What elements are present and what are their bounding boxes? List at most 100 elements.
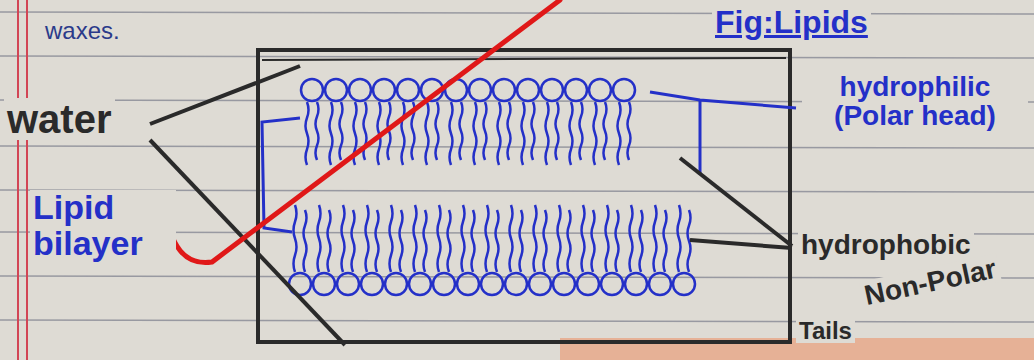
- lipid-tail: [366, 205, 369, 272]
- lipid-tail: [580, 102, 583, 160]
- polar-head: [409, 273, 431, 295]
- lipid-tail: [520, 210, 523, 272]
- lipid-tail: [640, 210, 643, 272]
- polar-head: [505, 273, 527, 295]
- lipid-tail: [426, 102, 429, 165]
- polar-head: [337, 273, 359, 295]
- polar-head: [385, 273, 407, 295]
- lipid-tail: [678, 205, 681, 272]
- lipid-tail: [316, 102, 319, 160]
- lipid-tail: [414, 205, 417, 272]
- lipid-tail: [424, 210, 427, 272]
- lipid-tail: [462, 205, 465, 272]
- polar-head: [601, 273, 623, 295]
- bracket: [699, 100, 702, 175]
- lipid-tail: [448, 210, 451, 272]
- polar-head: [613, 79, 635, 101]
- lipid-tail: [486, 205, 489, 272]
- lipid-tail: [510, 205, 513, 272]
- lipid-tail: [616, 210, 619, 272]
- lipid-tail: [390, 205, 393, 272]
- lipid-tail: [532, 102, 535, 160]
- lipid-tail: [364, 102, 367, 160]
- lipid-tail: [402, 102, 405, 165]
- water-label: water: [4, 98, 115, 140]
- lipid-tail: [318, 205, 321, 272]
- leader-line: [680, 158, 792, 246]
- lipid-tail: [496, 210, 499, 272]
- ruled-line: [0, 56, 1034, 58]
- lipid-tail: [294, 205, 297, 272]
- polar-head: [469, 79, 491, 101]
- lipid-tail: [340, 102, 343, 160]
- polar-head: [301, 79, 323, 101]
- lipid-tail: [544, 210, 547, 272]
- frame-line: [262, 58, 786, 60]
- polar-head: [361, 273, 383, 295]
- lipid-tail: [484, 102, 487, 160]
- margin-line: [26, 0, 28, 360]
- lipid-tail: [508, 102, 511, 160]
- lipid-tail: [630, 205, 633, 272]
- lipid-tail: [604, 102, 607, 160]
- lipid-tail: [534, 205, 537, 272]
- leader-line: [650, 92, 796, 108]
- lipid-tail: [606, 205, 609, 272]
- ruled-line: [0, 12, 1034, 14]
- polar-head: [577, 273, 599, 295]
- polar-head: [349, 79, 371, 101]
- lipid-tail: [450, 102, 453, 165]
- lipid-tail: [664, 210, 667, 272]
- frame-box: [258, 50, 790, 342]
- polar-head: [457, 273, 479, 295]
- polar-head: [553, 273, 575, 295]
- ruled-line: [0, 320, 1034, 322]
- lipid-tail: [546, 102, 549, 165]
- bilayer-label: Lipid bilayer: [30, 190, 176, 261]
- lipid-tail: [618, 102, 621, 165]
- polar-head: [313, 273, 335, 295]
- head-label: hydrophilic (Polar head): [802, 72, 1028, 131]
- lipid-tail: [654, 205, 657, 272]
- lipid-tail: [498, 102, 501, 165]
- lipid-tail: [304, 210, 307, 272]
- lipid-tail: [570, 102, 573, 165]
- lipid-tail: [522, 102, 525, 165]
- lipid-tail: [328, 210, 331, 272]
- lipid-tail: [376, 210, 379, 272]
- polar-head: [589, 79, 611, 101]
- lipid-tail: [582, 205, 585, 272]
- figure-title: Fig:Lipids: [712, 6, 871, 40]
- leader-line: [690, 240, 792, 248]
- lipid-tail: [592, 210, 595, 272]
- polar-head: [673, 273, 695, 295]
- lipid-tail: [556, 102, 559, 160]
- polar-head: [373, 79, 395, 101]
- polar-head: [625, 273, 647, 295]
- polar-head: [529, 273, 551, 295]
- polar-head: [565, 79, 587, 101]
- bilayer: [289, 79, 695, 295]
- lipid-tail: [472, 210, 475, 272]
- lipid-tail: [568, 210, 571, 272]
- tail-label: Tails: [796, 318, 855, 343]
- lipid-tail: [306, 102, 309, 165]
- lipid-tail: [628, 102, 631, 160]
- polar-head: [493, 79, 515, 101]
- lipid-tail: [474, 102, 477, 165]
- lipid-tail: [400, 210, 403, 272]
- lipid-tail: [352, 210, 355, 272]
- bracket: [262, 118, 300, 232]
- tail-label: hydrophobic: [798, 230, 974, 259]
- margin-line: [17, 0, 19, 360]
- polar-head: [433, 273, 455, 295]
- lipid-tail: [436, 102, 439, 160]
- note-text: waxes.: [42, 18, 123, 43]
- lipid-tail: [342, 205, 345, 272]
- leader-line: [150, 140, 345, 345]
- lipid-tail: [330, 102, 333, 165]
- lipid-tail: [558, 205, 561, 272]
- polar-head: [397, 79, 419, 101]
- tail-label: Non-Polar: [859, 253, 1002, 311]
- polar-head: [481, 273, 503, 295]
